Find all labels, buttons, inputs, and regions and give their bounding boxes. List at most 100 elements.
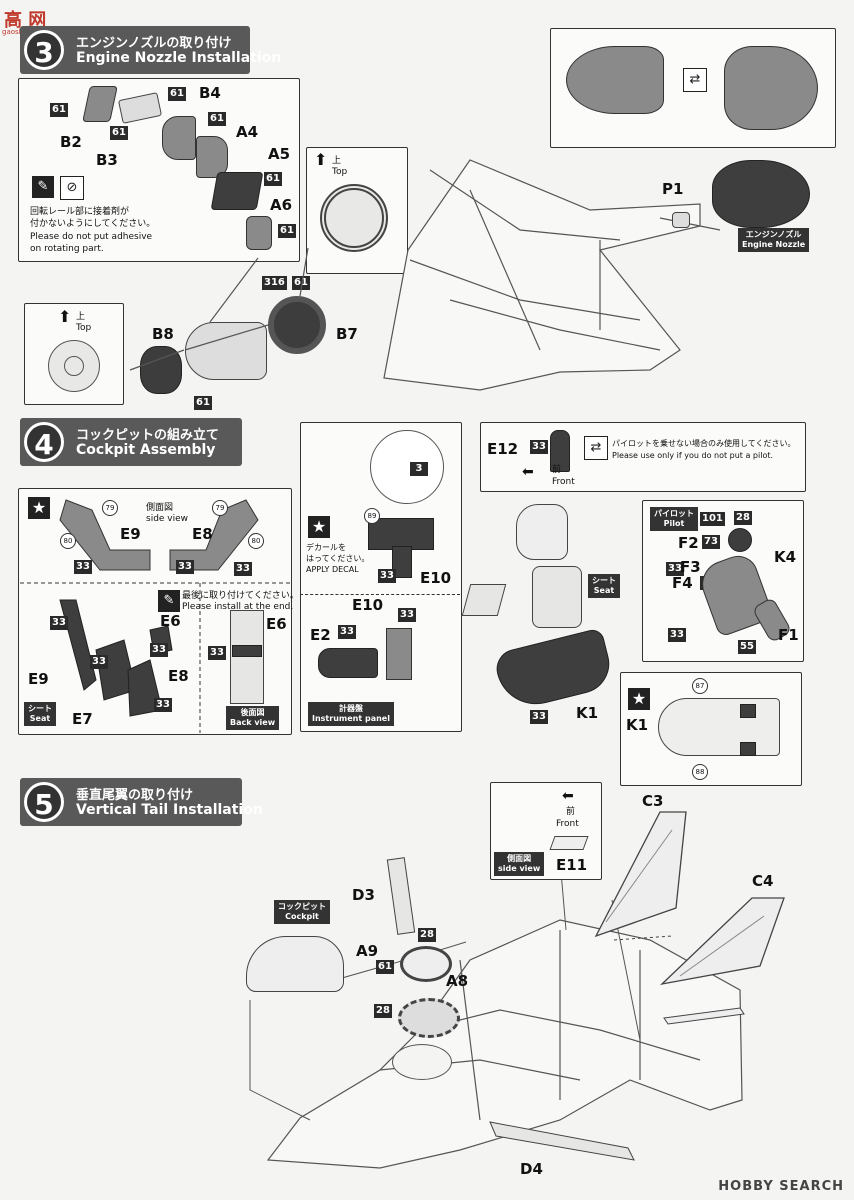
decal-ref-3: 3 <box>410 462 428 476</box>
cockpit-tag-en: Cockpit <box>285 912 319 921</box>
engine-nozzle-tag: エンジンノズル Engine Nozzle <box>738 228 810 252</box>
label-a6: A6 <box>270 196 293 214</box>
label-a4: A4 <box>236 123 259 141</box>
paint-chip: 316 <box>262 276 287 290</box>
decal-ref-88: 88 <box>692 764 708 780</box>
label-b7: B7 <box>336 325 358 343</box>
label-e10-b: E10 <box>352 596 384 614</box>
label-k1: K1 <box>576 704 599 722</box>
step5-number: 5 <box>24 782 64 822</box>
paint-chip: 33 <box>150 643 168 657</box>
detail-star-icon: ★ <box>628 688 650 710</box>
front-label-jp: 前 <box>552 465 562 475</box>
glue-note-jp-2: 付かないようにしてください。 <box>30 219 156 229</box>
paint-chip: 33 <box>378 569 396 583</box>
part-e10-detail <box>386 628 412 680</box>
label-e9-b: E9 <box>28 670 49 688</box>
paint-chip: 28 <box>418 928 436 942</box>
nozzle-ring-top-view <box>320 184 388 252</box>
label-e6: E6 <box>160 612 181 630</box>
side-view-tag: 側面図 side view <box>494 852 545 876</box>
step3-title-en: Engine Nozzle Installation <box>76 50 282 66</box>
front-label-jp: 前 <box>566 807 576 817</box>
hobby-search-logo: HOBBY SEARCH <box>718 1179 844 1194</box>
part-b8-disc <box>140 346 182 394</box>
label-a9: A9 <box>356 942 379 960</box>
label-e2: E2 <box>310 626 331 644</box>
top-label-en: Top <box>332 167 348 177</box>
back-view-tag: 後面図 Back view <box>226 706 280 730</box>
last-note-en: Please install at the end. <box>182 602 294 612</box>
front-label-en: Front <box>556 819 579 829</box>
seat-tag-jp-2: シート <box>592 576 616 585</box>
glue-note-jp-1: 回転レール部に接着剤が <box>30 207 130 217</box>
paint-chip: 33 <box>208 646 226 660</box>
seat-tag: シート Seat <box>24 702 56 726</box>
pilot-tag: パイロット Pilot <box>650 507 698 531</box>
decal-ref-80: 80 <box>248 533 264 549</box>
part-a4-shape <box>196 136 228 178</box>
paint-chip: 33 <box>398 608 416 622</box>
label-e6-back: E6 <box>266 615 287 633</box>
label-p1: P1 <box>662 180 684 198</box>
paint-chip: 28 <box>734 511 752 525</box>
decal-ref-87: 87 <box>692 678 708 694</box>
decal-zoom-circle <box>370 430 444 504</box>
label-k1-topview: K1 <box>626 716 649 734</box>
seat-back-view <box>230 610 264 704</box>
step4-number: 4 <box>24 422 64 462</box>
label-b8: B8 <box>152 325 174 343</box>
pilot-tag-jp: パイロット <box>654 509 694 518</box>
part-e2-panel <box>318 648 378 678</box>
top-label-en: Top <box>76 323 92 333</box>
label-a5: A5 <box>268 145 291 163</box>
top-label-jp: 上 <box>76 312 86 322</box>
k1-top-view-shape <box>658 698 780 756</box>
paint-chip: 33 <box>530 710 548 724</box>
k1-decal-87 <box>740 704 756 718</box>
label-b4: B4 <box>199 84 221 102</box>
engine-nozzle-tag-en: Engine Nozzle <box>742 240 806 249</box>
nozzle-outer-shell <box>185 322 267 380</box>
paint-chip: 55 <box>738 640 756 654</box>
decal-ref-89: 89 <box>364 508 380 524</box>
detail-star-icon: ★ <box>308 516 330 538</box>
last-note-jp: 最後に取り付けてください。 <box>182 591 299 601</box>
step4-title-jp: コックピットの組み立て <box>76 428 220 443</box>
pilot-helmet <box>728 528 752 552</box>
up-arrow-icon: ⬆ <box>58 307 72 326</box>
divider-line <box>300 594 460 595</box>
label-b2: B2 <box>60 133 82 151</box>
paint-chip: 61 <box>208 112 226 126</box>
glue-icon: ✎ <box>158 590 180 612</box>
label-e8-b: E8 <box>168 667 189 685</box>
reference-icon: ⇄ <box>683 68 707 92</box>
up-arrow-icon: ⬆ <box>314 150 328 169</box>
paint-chip: 61 <box>292 276 310 290</box>
k1-decal-88 <box>740 742 756 756</box>
paint-chip: 61 <box>264 172 282 186</box>
part-a9-wheel <box>400 946 452 982</box>
instrument-tag-jp: 計器盤 <box>338 704 363 713</box>
label-e12: E12 <box>487 440 519 458</box>
back-view-tag-en: Back view <box>230 718 276 727</box>
seat-back-cushion <box>232 645 262 657</box>
label-b3: B3 <box>96 151 118 169</box>
label-d3: D3 <box>352 886 375 904</box>
paint-chip: 28 <box>374 1004 392 1018</box>
engine-nozzle-part <box>712 160 810 228</box>
label-k4: K4 <box>774 548 797 566</box>
front-arrow-icon: ⬅ <box>562 788 574 804</box>
paint-chip: 33 <box>530 440 548 454</box>
side-view-en: side view <box>146 514 189 524</box>
cockpit-tag-jp: コックピット <box>278 902 326 911</box>
label-d4: D4 <box>520 1160 543 1178</box>
paint-chip: 33 <box>176 560 194 574</box>
paint-chip: 61 <box>168 87 186 101</box>
no-glue-icon: ⊘ <box>60 176 84 200</box>
cockpit-tag: コックピット Cockpit <box>274 900 330 924</box>
reference-icon: ⇄ <box>584 436 608 460</box>
part-a6-shape <box>246 216 272 250</box>
step4-title-en: Cockpit Assembly <box>76 442 216 458</box>
